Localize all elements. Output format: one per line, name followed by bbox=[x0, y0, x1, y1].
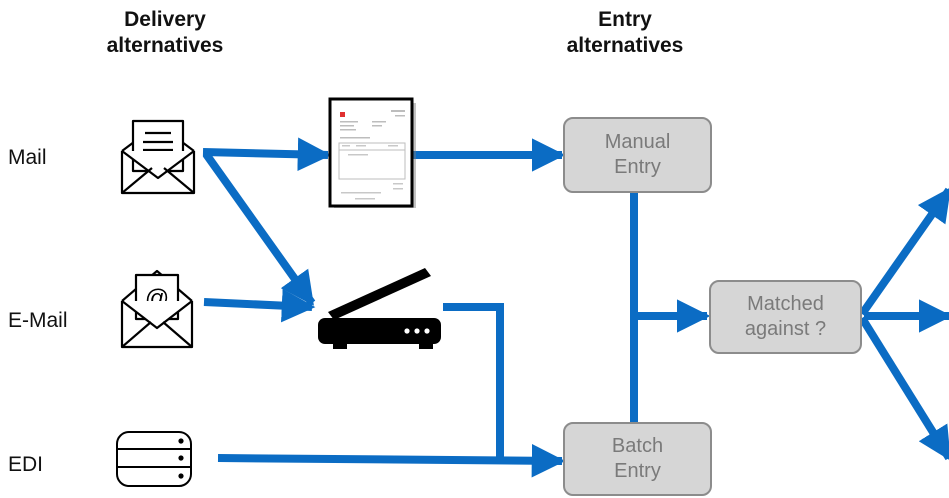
mail-label: Mail bbox=[8, 146, 47, 169]
envelope-letter-icon bbox=[120, 119, 196, 195]
edi-label: EDI bbox=[8, 453, 44, 476]
delivery-alternatives-header: Delivery alternatives bbox=[106, 8, 224, 57]
batch-entry-box: Batch Entry bbox=[563, 422, 712, 496]
arrow-email-to-scanner bbox=[203, 288, 316, 323]
matched-against-box: Matched against ? bbox=[709, 280, 862, 354]
arrow-mail-to-invoice bbox=[202, 137, 332, 172]
scanner-icon bbox=[318, 268, 441, 349]
email-label: E-Mail bbox=[8, 309, 68, 332]
database-icon bbox=[116, 431, 192, 487]
entry-alternatives-header: Entry alternatives bbox=[566, 8, 684, 57]
invoice-document-icon bbox=[328, 97, 416, 208]
arrow-scanner-to-batch bbox=[443, 303, 504, 458]
arrow-mail-to-scanner bbox=[202, 151, 316, 306]
envelope-at-icon: @ bbox=[120, 269, 194, 349]
arrow-matched-out-down bbox=[858, 315, 949, 461]
arrow-edi-to-batch bbox=[217, 443, 566, 478]
manual-entry-box: Manual Entry bbox=[563, 117, 712, 193]
arrow-matched-out-up bbox=[858, 187, 949, 317]
